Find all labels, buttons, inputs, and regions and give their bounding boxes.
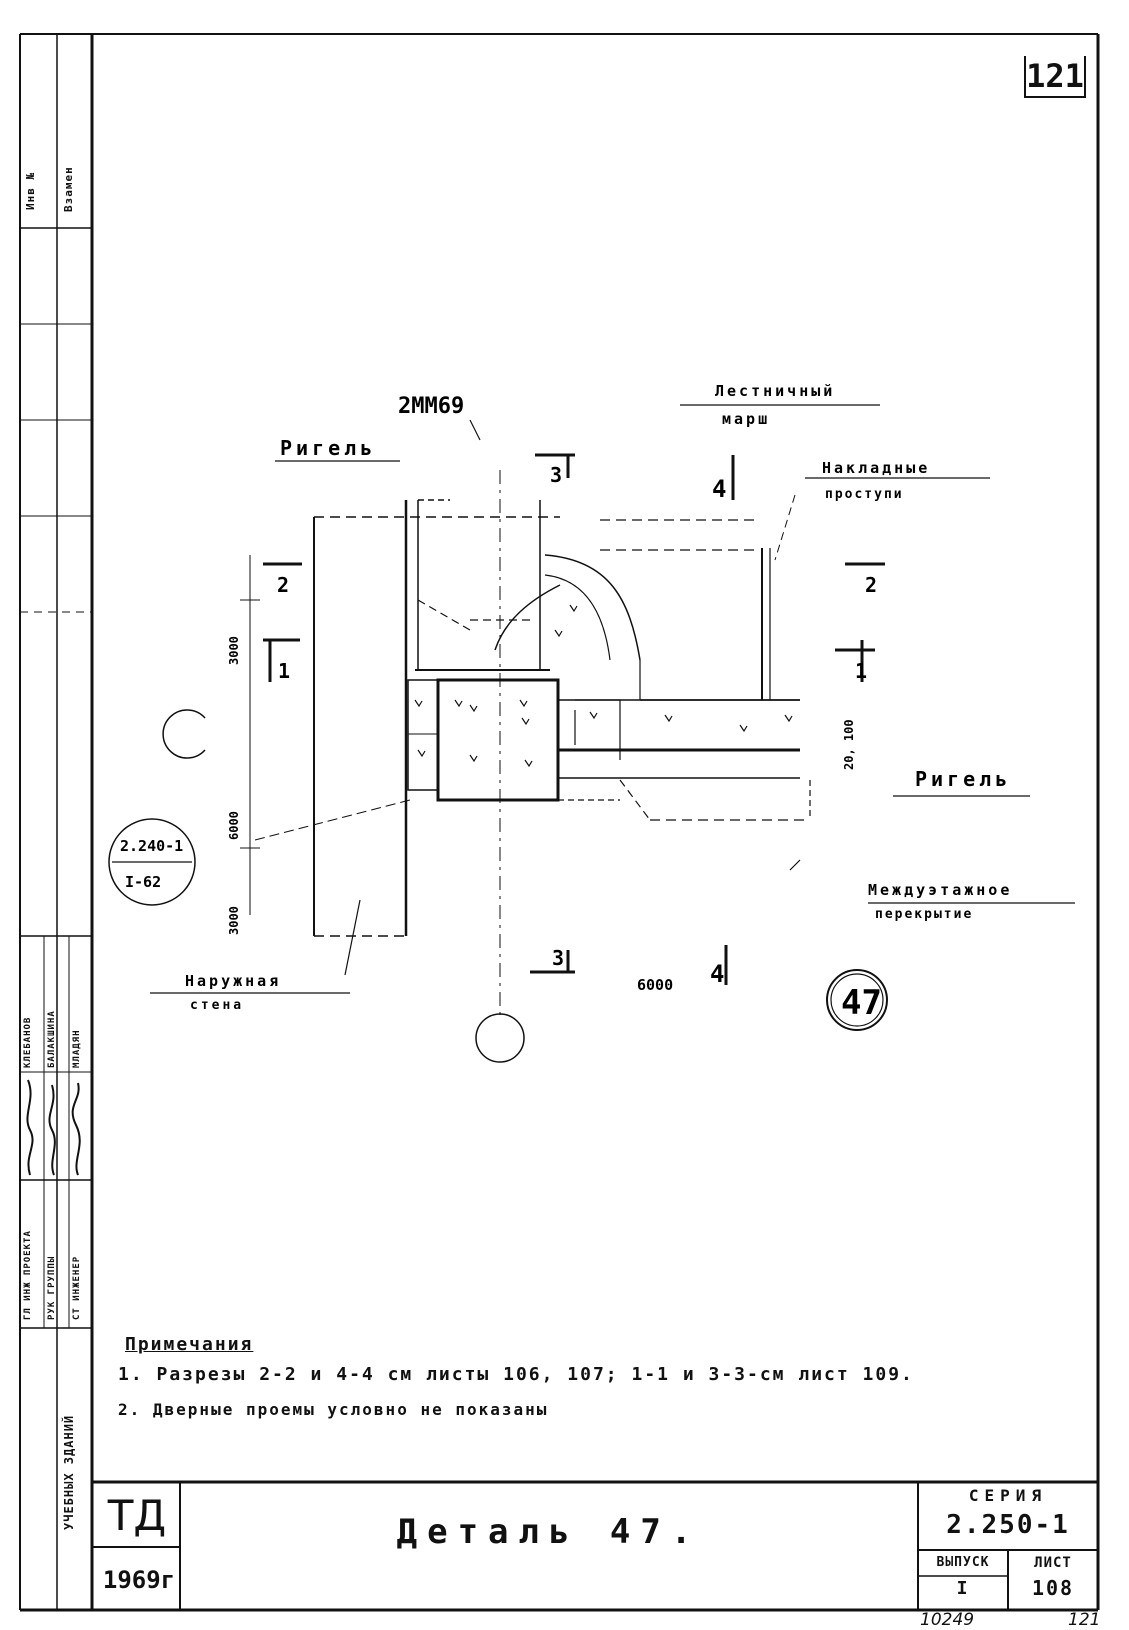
series-label: СЕРИЯ bbox=[968, 1486, 1048, 1505]
section-2-left: 2 bbox=[277, 573, 289, 597]
series-value: 2.250-1 bbox=[946, 1510, 1070, 1540]
footer-number-left: 10249 bbox=[920, 1610, 975, 1630]
section-1-left: 1 bbox=[278, 659, 290, 683]
sheet-corner-number: 121 bbox=[1024, 56, 1086, 98]
ref-bottom: I-62 bbox=[125, 873, 161, 891]
dim-3000-top: 3000 bbox=[227, 636, 241, 665]
section-3-bottom: 3 bbox=[552, 946, 564, 970]
notes-line-1: 1. Разрезы 2-2 и 4-4 см листы 106, 107; … bbox=[118, 1364, 914, 1385]
role-chief-engineer: ГЛ ИНЖ ПРОЕКТА bbox=[23, 1230, 33, 1320]
section-2-right: 2 bbox=[865, 573, 877, 597]
issue-value: I bbox=[956, 1578, 970, 1599]
role-group-lead: РУК ГРУППЫ bbox=[47, 1255, 57, 1320]
role-senior-engineer: СТ ИНЖЕНЕР bbox=[72, 1255, 82, 1320]
label-floor-2: перекрытие bbox=[875, 907, 973, 922]
issue-label: ВЫПУСК bbox=[936, 1555, 990, 1570]
detail-number: 47 bbox=[841, 983, 882, 1023]
label-treads-2: проступи bbox=[825, 487, 904, 502]
ref-circle bbox=[108, 818, 196, 906]
dim-20-100: 20, 100 bbox=[842, 719, 856, 770]
notes-title: Примечания bbox=[125, 1334, 254, 1355]
section-4-bottom: 4 bbox=[710, 960, 724, 988]
detail-drawing: Ригель 2ММ69 Лестничный марш Накладные п… bbox=[108, 382, 1075, 1063]
section-1-right: 1 bbox=[855, 659, 867, 683]
dim-6000: 6000 bbox=[227, 811, 241, 840]
label-floor: Междуэтажное bbox=[868, 881, 1012, 899]
label-beam-right: Ригель bbox=[915, 767, 1011, 791]
central-column bbox=[436, 678, 560, 802]
notes-line-2: 2. Дверные проемы условно не показаны bbox=[118, 1400, 549, 1419]
name-klebanov: КЛЕБАНОВ bbox=[23, 1016, 33, 1068]
org-label: УЧЕБНЫХ ЗДАНИЙ bbox=[62, 1414, 76, 1530]
dim-3000-bottom: 3000 bbox=[227, 906, 241, 935]
footer-number-right: 121 bbox=[1068, 1610, 1101, 1630]
ref-top: 2.240-1 bbox=[120, 837, 183, 855]
label-treads: Накладные bbox=[822, 459, 930, 477]
dim-6000-horizontal: 6000 bbox=[637, 976, 673, 994]
label-wall-2: стена bbox=[190, 998, 244, 1013]
year: 1969г bbox=[102, 1566, 176, 1594]
vzamen-label: Взамен bbox=[62, 166, 75, 212]
label-2mm69: 2ММ69 bbox=[398, 394, 464, 419]
signatures bbox=[26, 1079, 81, 1176]
label-beam-top: Ригель bbox=[280, 436, 376, 460]
label-stair-2: марш bbox=[722, 410, 770, 428]
detail-number-circle bbox=[826, 969, 888, 1031]
inv-no-label: Инв № bbox=[24, 171, 37, 210]
drawing-title: Деталь 47. bbox=[396, 1512, 702, 1552]
name-mladyan: МЛАДЯН bbox=[72, 1029, 82, 1068]
label-wall: Наружная bbox=[185, 972, 281, 990]
section-4-top: 4 bbox=[712, 475, 726, 503]
td-mark: ТД bbox=[107, 1491, 167, 1540]
name-balakshina: БАЛАКШИНА bbox=[47, 1010, 57, 1068]
section-3-top: 3 bbox=[550, 463, 562, 487]
sheet-value: 108 bbox=[1031, 1576, 1075, 1600]
sheet-label: ЛИСТ bbox=[1034, 1555, 1072, 1571]
label-stair: Лестничный bbox=[715, 382, 835, 400]
